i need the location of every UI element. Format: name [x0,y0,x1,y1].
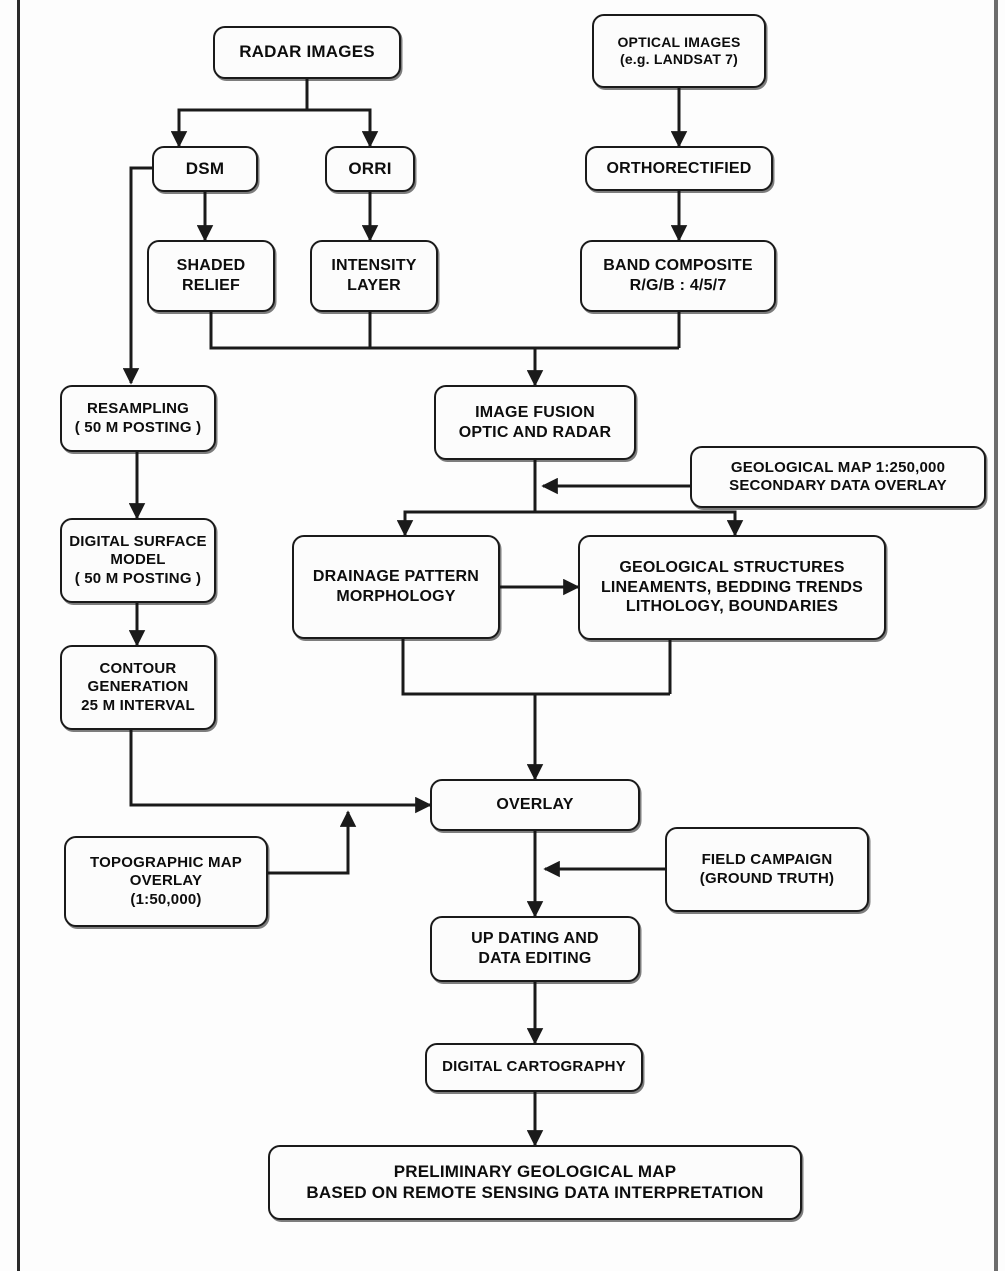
node-resampling[interactable]: RESAMPLING ( 50 M POSTING ) [60,385,216,452]
node-digital-surface-model[interactable]: DIGITAL SURFACE MODEL ( 50 M POSTING ) [60,518,216,603]
node-orthorectified[interactable]: ORTHORECTIFIED [585,146,773,191]
node-image-fusion[interactable]: IMAGE FUSION OPTIC AND RADAR [434,385,636,460]
node-label: IMAGE FUSION OPTIC AND RADAR [458,403,612,441]
node-geological-structures[interactable]: GEOLOGICAL STRUCTURES LINEAMENTS, BEDDIN… [578,535,886,640]
node-label: OPTICAL IMAGES (e.g. LANDSAT 7) [617,33,741,67]
node-digital-cartography[interactable]: DIGITAL CARTOGRAPHY [425,1043,643,1092]
node-label: BAND COMPOSITE R/G/B : 4/5/7 [603,257,753,294]
node-label: ORTHORECTIFIED [606,159,752,177]
node-label: DRAINAGE PATTERN MORPHOLOGY [312,568,480,605]
node-label: TOPOGRAPHIC MAP OVERLAY (1:50,000) [90,854,242,908]
node-label: DIGITAL CARTOGRAPHY [442,1058,626,1076]
node-topographic-map[interactable]: TOPOGRAPHIC MAP OVERLAY (1:50,000) [64,836,268,927]
node-preliminary-geological-map[interactable]: PRELIMINARY GEOLOGICAL MAP BASED ON REMO… [268,1145,802,1220]
node-overlay[interactable]: OVERLAY [430,779,640,831]
node-label: UP DATING AND DATA EDITING [471,930,599,967]
node-intensity-layer[interactable]: INTENSITY LAYER [310,240,438,312]
node-label: OVERLAY [496,796,574,814]
page-frame-right-border [994,0,998,1271]
node-label: RADAR IMAGES [239,42,375,62]
node-label: INTENSITY LAYER [331,257,417,294]
node-label: DIGITAL SURFACE MODEL ( 50 M POSTING ) [69,533,207,587]
node-label: PRELIMINARY GEOLOGICAL MAP BASED ON REMO… [306,1161,764,1202]
node-label: FIELD CAMPAIGN (GROUND TRUTH) [699,851,835,887]
node-orri[interactable]: ORRI [325,146,415,192]
node-label: SHADED RELIEF [176,257,246,294]
node-contour-generation[interactable]: CONTOUR GENERATION 25 M INTERVAL [60,645,216,730]
node-drainage-pattern[interactable]: DRAINAGE PATTERN MORPHOLOGY [292,535,500,639]
node-dsm[interactable]: DSM [152,146,258,192]
node-shaded-relief[interactable]: SHADED RELIEF [147,240,275,312]
node-label: ORRI [348,158,392,178]
node-radar-images[interactable]: RADAR IMAGES [213,26,401,79]
node-label: RESAMPLING ( 50 M POSTING ) [74,400,202,436]
node-field-campaign[interactable]: FIELD CAMPAIGN (GROUND TRUTH) [665,827,869,912]
node-label: CONTOUR GENERATION 25 M INTERVAL [81,660,195,714]
node-geological-map-250k[interactable]: GEOLOGICAL MAP 1:250,000 SECONDARY DATA … [690,446,986,508]
node-band-composite[interactable]: BAND COMPOSITE R/G/B : 4/5/7 [580,240,776,312]
page-frame-left-border [17,0,20,1271]
node-optical-images[interactable]: OPTICAL IMAGES (e.g. LANDSAT 7) [592,14,766,88]
node-label: GEOLOGICAL STRUCTURES LINEAMENTS, BEDDIN… [600,559,864,616]
node-label: DSM [185,158,225,178]
node-updating-data-editing[interactable]: UP DATING AND DATA EDITING [430,916,640,982]
node-label: GEOLOGICAL MAP 1:250,000 SECONDARY DATA … [729,458,947,494]
